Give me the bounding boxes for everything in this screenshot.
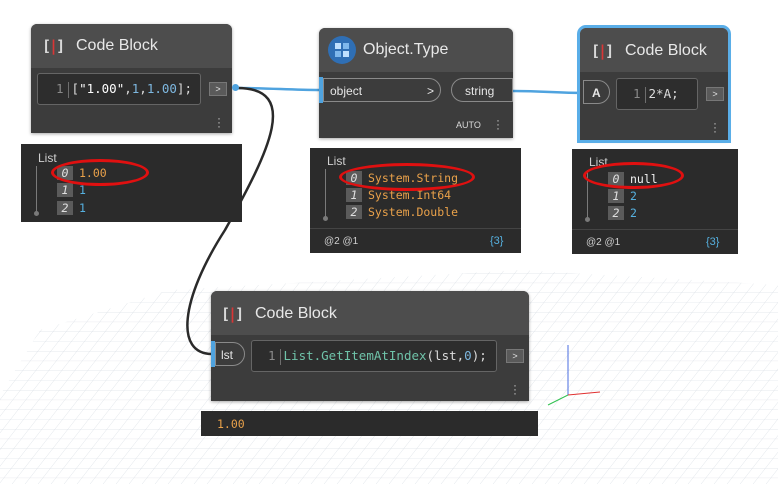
output-port-button[interactable]: >	[209, 82, 227, 96]
list-index: 2	[57, 201, 73, 215]
code-token: ,	[124, 81, 132, 96]
code-number: 1.00	[146, 81, 177, 96]
list-index: 1	[608, 189, 624, 203]
tree-line	[323, 169, 328, 221]
code-number: 1	[131, 81, 140, 96]
list-index: 1	[57, 183, 73, 197]
input-port-a[interactable]: A	[583, 80, 610, 104]
code-block-icon: [|]	[591, 42, 615, 60]
code-block-icon: [|]	[42, 37, 66, 55]
code-token: ];	[176, 81, 192, 96]
code-block-node-2[interactable]: [|] Code Block A 1 2*A; > ···	[577, 25, 731, 143]
output-port-button[interactable]: >	[706, 87, 724, 101]
node-preview-value: 1.00	[201, 411, 538, 436]
output-port-button[interactable]: >	[506, 349, 524, 363]
line-separator	[67, 81, 69, 98]
node-title: Code Block	[76, 37, 158, 54]
input-port-indicator	[211, 341, 215, 367]
port-arrow: >	[426, 84, 434, 98]
code-block-node-3[interactable]: [|] Code Block lst 1 List.GetItemAtIndex(…	[211, 291, 529, 401]
object-type-node[interactable]: Object.Type object > string AUTO ···	[319, 28, 513, 138]
code-token: [	[71, 81, 80, 96]
code-block-icon: [|]	[221, 305, 245, 323]
input-port-lst[interactable]: lst	[215, 342, 245, 366]
code-string: "1.00"	[79, 81, 125, 96]
list-value: System.Int64	[368, 188, 452, 202]
preview-list-label: List	[38, 151, 57, 165]
line-separator	[279, 348, 281, 365]
list-index: 2	[608, 206, 624, 220]
code-token: (lst,	[426, 348, 465, 363]
code-token: ,	[139, 81, 147, 96]
code-block-node-1[interactable]: [|] Code Block 1["1.00",1,1.00]; > ···	[31, 24, 232, 133]
node-menu-dots-icon[interactable]: ···	[217, 111, 221, 133]
highlight-circle	[583, 162, 684, 189]
port-label: object	[330, 84, 363, 98]
line-number: 1	[268, 348, 276, 363]
node-menu-dots-icon[interactable]: ···	[713, 116, 717, 138]
input-port-indicator	[319, 77, 323, 103]
code-function: List.GetItemAtIndex	[283, 348, 427, 363]
list-levels: @2 @1	[324, 236, 359, 247]
node-menu-dots-icon[interactable]: ···	[513, 378, 517, 400]
list-item: 2 System.Double	[346, 205, 458, 219]
output-port-dot[interactable]	[232, 84, 239, 91]
list-index: 1	[346, 188, 362, 202]
output-port-string[interactable]: string	[451, 78, 513, 102]
preview-value: 1.00	[217, 417, 245, 431]
list-item: 1 System.Int64	[346, 188, 451, 202]
input-port-object[interactable]: object >	[323, 78, 441, 102]
tree-line	[34, 166, 39, 216]
node-title: Code Block	[625, 42, 707, 59]
list-value: 1	[79, 201, 86, 215]
code-number: 0	[464, 348, 472, 363]
list-levels: @2 @1	[586, 237, 621, 248]
node-header[interactable]	[211, 291, 529, 335]
code-editor[interactable]: 1 2*A;	[616, 78, 698, 110]
port-label: string	[465, 84, 495, 98]
list-index: 2	[346, 205, 362, 219]
tree-line	[585, 170, 590, 222]
port-label: A	[592, 86, 601, 100]
code-text: 2*A;	[648, 86, 679, 101]
node-title: Object.Type	[363, 41, 449, 58]
node-menu-dots-icon[interactable]: ···	[496, 113, 500, 135]
line-number: 1	[633, 86, 641, 101]
node-header[interactable]	[580, 28, 728, 72]
highlight-circle	[51, 159, 149, 186]
port-label: lst	[221, 348, 233, 362]
line-separator	[644, 86, 646, 103]
code-editor[interactable]: 1 List.GetItemAtIndex(lst,0);	[251, 340, 497, 372]
node-title: Code Block	[255, 305, 337, 322]
list-value: 1	[79, 183, 86, 197]
lacing-label[interactable]: AUTO	[456, 120, 481, 130]
list-count: {3}	[490, 235, 504, 247]
line-number: 1	[56, 81, 64, 96]
preview-divider	[310, 228, 521, 229]
list-value: 2	[630, 206, 637, 220]
code-editor[interactable]: 1["1.00",1,1.00];	[37, 73, 201, 105]
list-value: 2	[630, 189, 637, 203]
node-header[interactable]	[31, 24, 232, 68]
list-value: System.Double	[368, 205, 459, 219]
code-token: );	[471, 348, 487, 363]
list-count: {3}	[706, 236, 720, 248]
highlight-circle	[339, 163, 475, 191]
preview-list-label: List	[327, 154, 346, 168]
preview-divider	[572, 229, 738, 230]
object-type-icon	[328, 36, 356, 64]
